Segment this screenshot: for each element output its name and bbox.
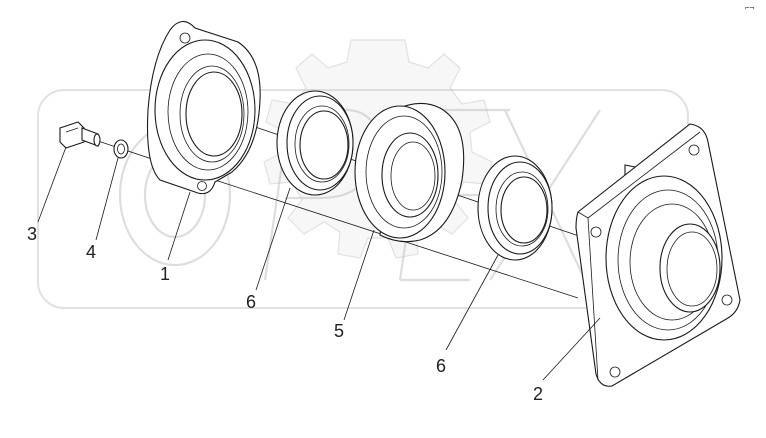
- callout-seal-left: 6: [246, 292, 256, 312]
- callout-cover: 1: [160, 264, 170, 284]
- bolt-part: [59, 121, 101, 149]
- corner-mark: ⌐¬: [745, 3, 755, 12]
- cover-part: [147, 20, 261, 195]
- callout-seal-right: 6: [436, 356, 446, 376]
- washer-part: [113, 139, 129, 159]
- callout-washer: 4: [86, 242, 96, 262]
- seal-ring-right-part: [477, 155, 553, 261]
- callout-bolt: 3: [27, 224, 37, 244]
- bearing-part: [354, 102, 465, 243]
- callout-housing: 2: [533, 384, 543, 404]
- callout-bearing: 5: [334, 321, 344, 341]
- leader-lines: [37, 146, 601, 381]
- seal-ring-left-part: [276, 90, 354, 196]
- housing-part: [575, 123, 741, 387]
